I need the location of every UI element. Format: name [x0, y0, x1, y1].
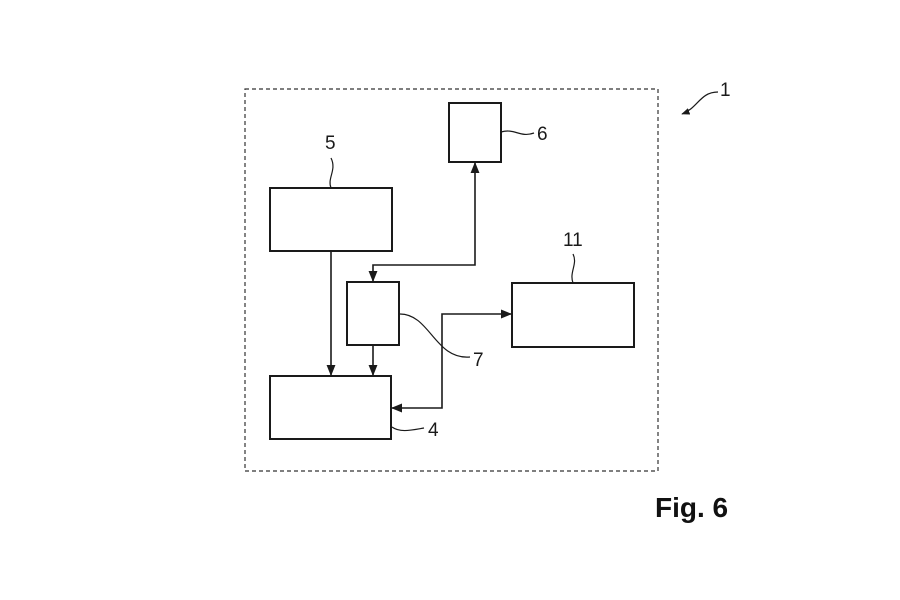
block-4 [269, 375, 392, 440]
block-11 [511, 282, 635, 348]
block-7 [346, 281, 400, 346]
block-7-label: 7 [473, 350, 484, 371]
block-5-leader [329, 157, 334, 189]
system-boundary [244, 88, 659, 472]
block-5-label: 5 [325, 133, 336, 154]
block-11-label: 11 [563, 230, 583, 251]
block-4-leader [391, 426, 425, 432]
block-6 [448, 102, 502, 163]
system-reference-label: 1 [720, 80, 731, 101]
block-4-label: 4 [428, 420, 439, 441]
connection-11-to-4 [390, 309, 513, 413]
connection-7-to-6 [368, 161, 480, 283]
block-6-label: 6 [537, 124, 548, 145]
block-11-leader [571, 253, 576, 284]
block-7-leader [399, 313, 471, 358]
block-6-leader [500, 130, 535, 135]
block-5 [269, 187, 393, 252]
figure-caption: Fig. 6 [655, 492, 728, 523]
system-reference-arrow [681, 91, 719, 115]
